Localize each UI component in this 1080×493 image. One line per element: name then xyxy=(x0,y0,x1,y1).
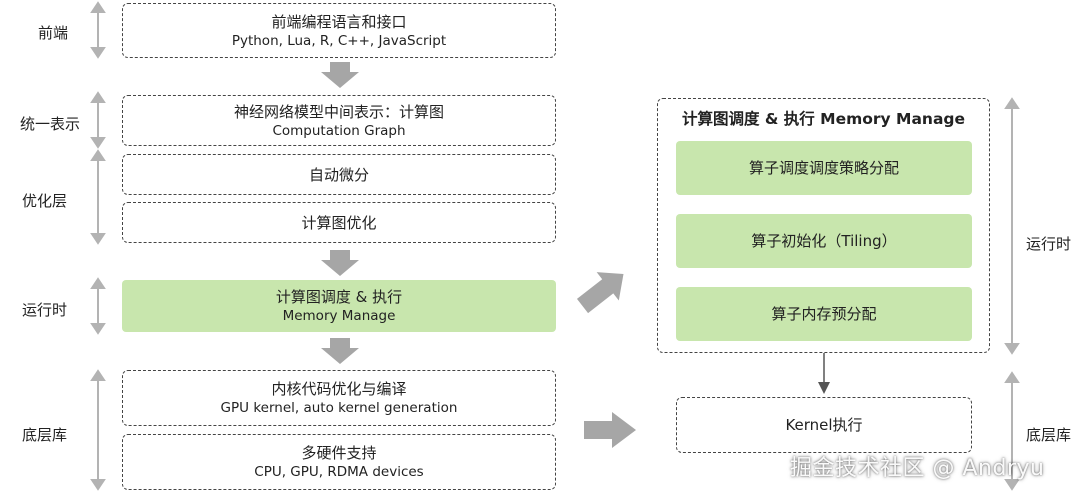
box-subtitle: CPU, GPU, RDMA devices xyxy=(254,464,424,480)
right-label-runtime: 运行时 xyxy=(1026,235,1072,253)
diagonal-arrow xyxy=(576,272,624,314)
right-arrow xyxy=(584,412,636,448)
step-label: 算子初始化（Tiling） xyxy=(751,232,897,250)
box-title: 多硬件支持 xyxy=(301,444,377,462)
box-kernel-execution: Kernel执行 xyxy=(676,397,972,453)
layer-label-bottom: 底层库 xyxy=(22,426,68,444)
step-label: 算子内存预分配 xyxy=(771,305,877,323)
bracket-unified xyxy=(90,91,106,149)
bracket-frontend xyxy=(90,1,106,59)
step-label: 算子调度调度策略分配 xyxy=(748,159,899,177)
watermark: 掘金技术社区 @ Andryu xyxy=(790,456,1045,481)
down-arrow-1 xyxy=(321,62,359,88)
right-panel-title: 计算图调度 & 执行 Memory Manage xyxy=(681,110,966,128)
box-hardware-support: 多硬件支持 CPU, GPU, RDMA devices xyxy=(122,434,556,490)
down-arrow-2 xyxy=(321,250,359,276)
step-operator-scheduling: 算子调度调度策略分配 xyxy=(676,141,972,195)
box-title: 计算图调度 & 执行 xyxy=(275,288,403,306)
box-title: 前端编程语言和接口 xyxy=(271,12,407,31)
box-autodiff: 自动微分 xyxy=(122,154,556,195)
layer-label-frontend: 前端 xyxy=(38,24,69,42)
layer-label-unified: 统一表示 xyxy=(20,115,81,133)
box-title: 自动微分 xyxy=(308,165,369,184)
box-runtime-scheduling: 计算图调度 & 执行 Memory Manage xyxy=(122,280,556,332)
step-memory-prealloc: 算子内存预分配 xyxy=(676,287,972,341)
step-operator-init: 算子初始化（Tiling） xyxy=(676,214,972,268)
box-graph-optimization: 计算图优化 xyxy=(122,202,556,243)
down-arrow-3 xyxy=(321,338,359,364)
box-title: 内核代码优化与编译 xyxy=(271,380,407,398)
bracket-runtime xyxy=(90,277,106,335)
kernel-label: Kernel执行 xyxy=(785,416,863,434)
box-computation-graph-ir: 神经网络模型中间表示：计算图 Computation Graph xyxy=(122,95,556,146)
box-subtitle: Memory Manage xyxy=(282,308,396,324)
bracket-right-runtime xyxy=(1004,97,1020,355)
box-subtitle: GPU kernel, auto kernel generation xyxy=(220,400,458,416)
layer-label-runtime: 运行时 xyxy=(22,301,68,319)
box-title: 神经网络模型中间表示：计算图 xyxy=(233,102,444,121)
box-subtitle: Python, Lua, R, C++, JavaScript xyxy=(231,32,447,49)
box-subtitle: Computation Graph xyxy=(272,122,406,139)
bracket-optimization xyxy=(90,149,106,245)
box-frontend-languages: 前端编程语言和接口 Python, Lua, R, C++, JavaScrip… xyxy=(122,3,556,58)
bracket-right-bottom xyxy=(1004,371,1020,491)
box-title: 计算图优化 xyxy=(301,213,377,232)
bracket-bottom xyxy=(90,369,106,491)
right-label-bottom: 底层库 xyxy=(1026,426,1072,444)
layer-label-optimization: 优化层 xyxy=(22,192,68,210)
box-kernel-optimization: 内核代码优化与编译 GPU kernel, auto kernel genera… xyxy=(122,370,556,426)
